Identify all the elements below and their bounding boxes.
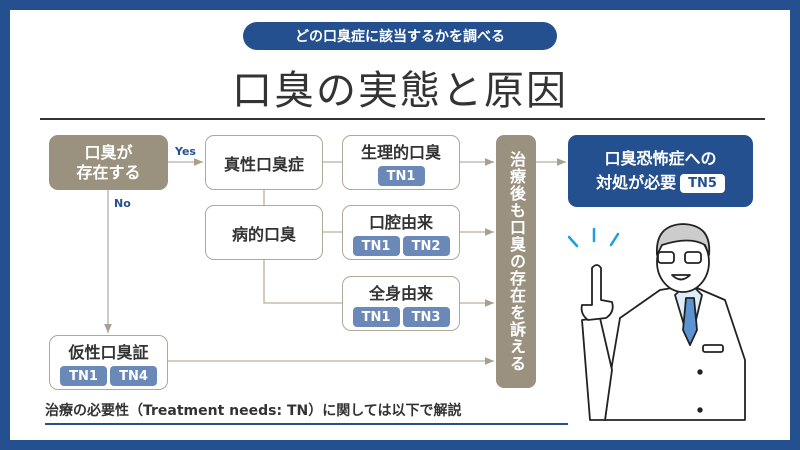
phobia-line2: 対処が必要 (596, 173, 677, 192)
start-node: 口臭が 存在する (49, 135, 168, 190)
tn-badge: TN1 (352, 307, 400, 327)
tn-badge: TN1 (60, 366, 107, 386)
physiological-label: 生理的口臭 (360, 143, 441, 162)
question-pill: どの口臭症に該当するかを調べる (243, 22, 557, 50)
title-divider (40, 118, 765, 120)
pseudo-label: 仮性口臭証 (68, 343, 149, 362)
tn-badge: TN1 (352, 236, 400, 256)
genuine-halitosis-node: 真性口臭症 (205, 135, 323, 190)
physiological-node: 生理的口臭 TN1 (342, 135, 460, 190)
after-treatment-node: 治療後も口臭の存在を訴える (496, 135, 536, 388)
yes-label: Yes (175, 145, 196, 158)
emphasis-icon (567, 227, 620, 248)
tn-badge: TN2 (402, 236, 450, 256)
pathological-label: 病的口臭 (231, 224, 296, 244)
tn-badge: TN3 (402, 307, 450, 327)
start-line1: 口臭が (84, 142, 133, 162)
oral-label: 口腔由来 (368, 213, 433, 232)
tn-badge: TN4 (110, 366, 157, 386)
tn-explanation-note: 治療の必要性（Treatment needs: TN）に関しては以下で解説 (45, 400, 568, 425)
start-line2: 存在する (76, 162, 141, 182)
genuine-label: 真性口臭症 (223, 154, 304, 174)
no-label: No (114, 197, 131, 210)
tn5-badge: TN5 (680, 174, 725, 193)
pathological-node: 病的口臭 (205, 205, 323, 260)
page-title: 口臭の実態と原因 (232, 68, 568, 114)
systemic-label: 全身由来 (368, 284, 433, 303)
phobia-line1: 口臭恐怖症への (604, 149, 717, 168)
tn-badge: TN1 (377, 166, 425, 186)
